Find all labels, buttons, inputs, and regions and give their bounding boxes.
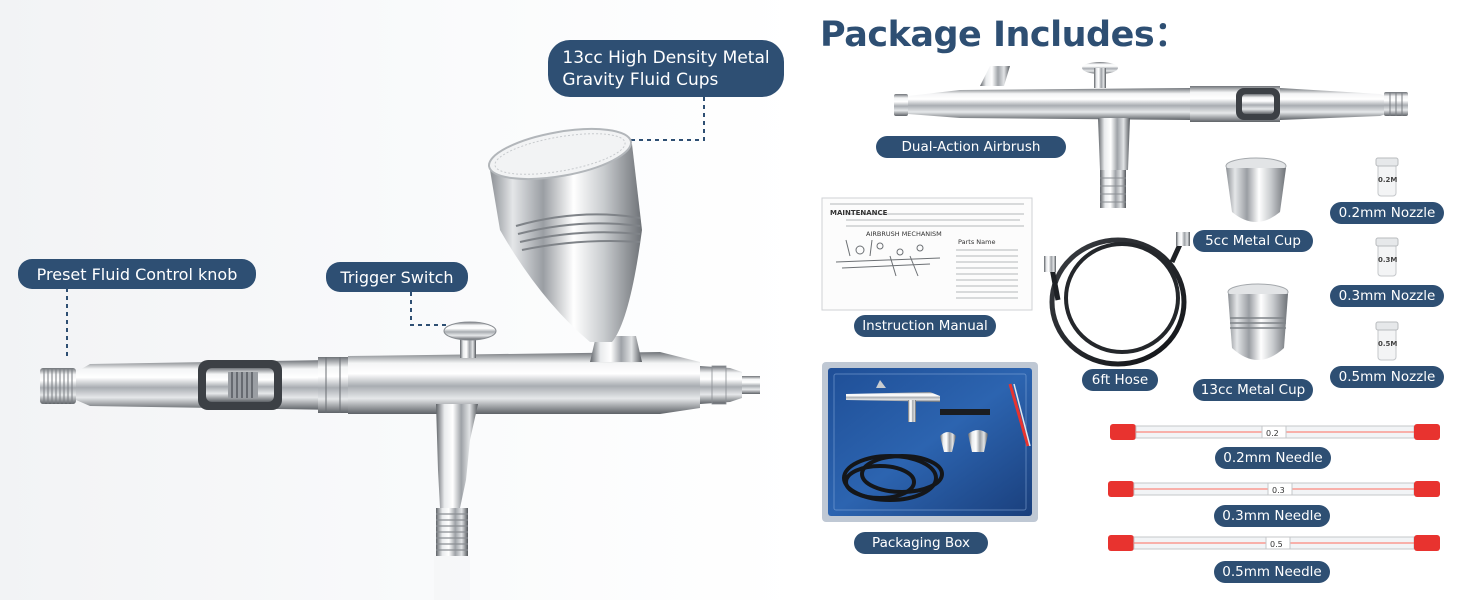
nozzle-label-05: 0.5M — [1378, 340, 1397, 348]
left-background — [0, 0, 800, 600]
cup5-label: 5cc Metal Cup — [1193, 230, 1313, 252]
nozzle03-label: 0.3mm Nozzle — [1330, 285, 1444, 307]
needle-label-05: 0.5 — [1270, 540, 1283, 549]
airbrush-label: Dual-Action Airbrush — [876, 136, 1066, 158]
dual-action-airbrush-image — [894, 62, 1408, 208]
manual-heading: MAINTENANCE — [830, 209, 888, 217]
needle02-label: 0.2mm Needle — [1215, 447, 1331, 469]
cups-callout: 13cc High Density Metal Gravity Fluid Cu… — [548, 40, 784, 97]
cups-callout-line-2: Gravity Fluid Cups — [562, 69, 719, 90]
manual-diagram-title: AIRBRUSH MECHANISM — [866, 230, 942, 238]
hose-label: 6ft Hose — [1082, 369, 1158, 391]
packaging-box-image — [822, 362, 1038, 522]
nozzle-vials — [1375, 157, 1399, 361]
13cc-cup-image — [1227, 283, 1289, 360]
nozzle05-label: 0.5mm Nozzle — [1330, 366, 1444, 388]
needle-label-03: 0.3 — [1272, 486, 1285, 495]
cup13-label: 13cc Metal Cup — [1193, 379, 1313, 401]
main-airbrush-illustration — [40, 97, 760, 600]
needles-image — [1108, 424, 1440, 551]
hose-image — [1044, 232, 1190, 367]
instruction-manual-image — [821, 197, 1033, 311]
cups-callout-text: 13cc High Density Metal Gravity Fluid Cu… — [562, 47, 769, 91]
cups-callout-line-1: 13cc High Density Metal — [562, 47, 770, 68]
needle-label-02: 0.2 — [1266, 429, 1279, 438]
5cc-cup-image — [1225, 157, 1287, 222]
page-title: Package Includes： — [820, 15, 1189, 55]
manual-label: Instruction Manual — [854, 315, 996, 337]
packaging-box-label: Packaging Box — [854, 532, 988, 554]
nozzle02-label: 0.2mm Nozzle — [1330, 202, 1444, 224]
manual-parts-title: Parts Name — [958, 238, 995, 246]
fluid-knob-callout: Preset Fluid Control knob — [18, 259, 256, 289]
nozzle-label-02: 0.2M — [1378, 176, 1397, 184]
needle05-label: 0.5mm Needle — [1214, 561, 1330, 583]
nozzle-label-03: 0.3M — [1378, 256, 1397, 264]
trigger-switch-callout: Trigger Switch — [326, 262, 468, 292]
needle03-label: 0.3mm Needle — [1214, 505, 1330, 527]
